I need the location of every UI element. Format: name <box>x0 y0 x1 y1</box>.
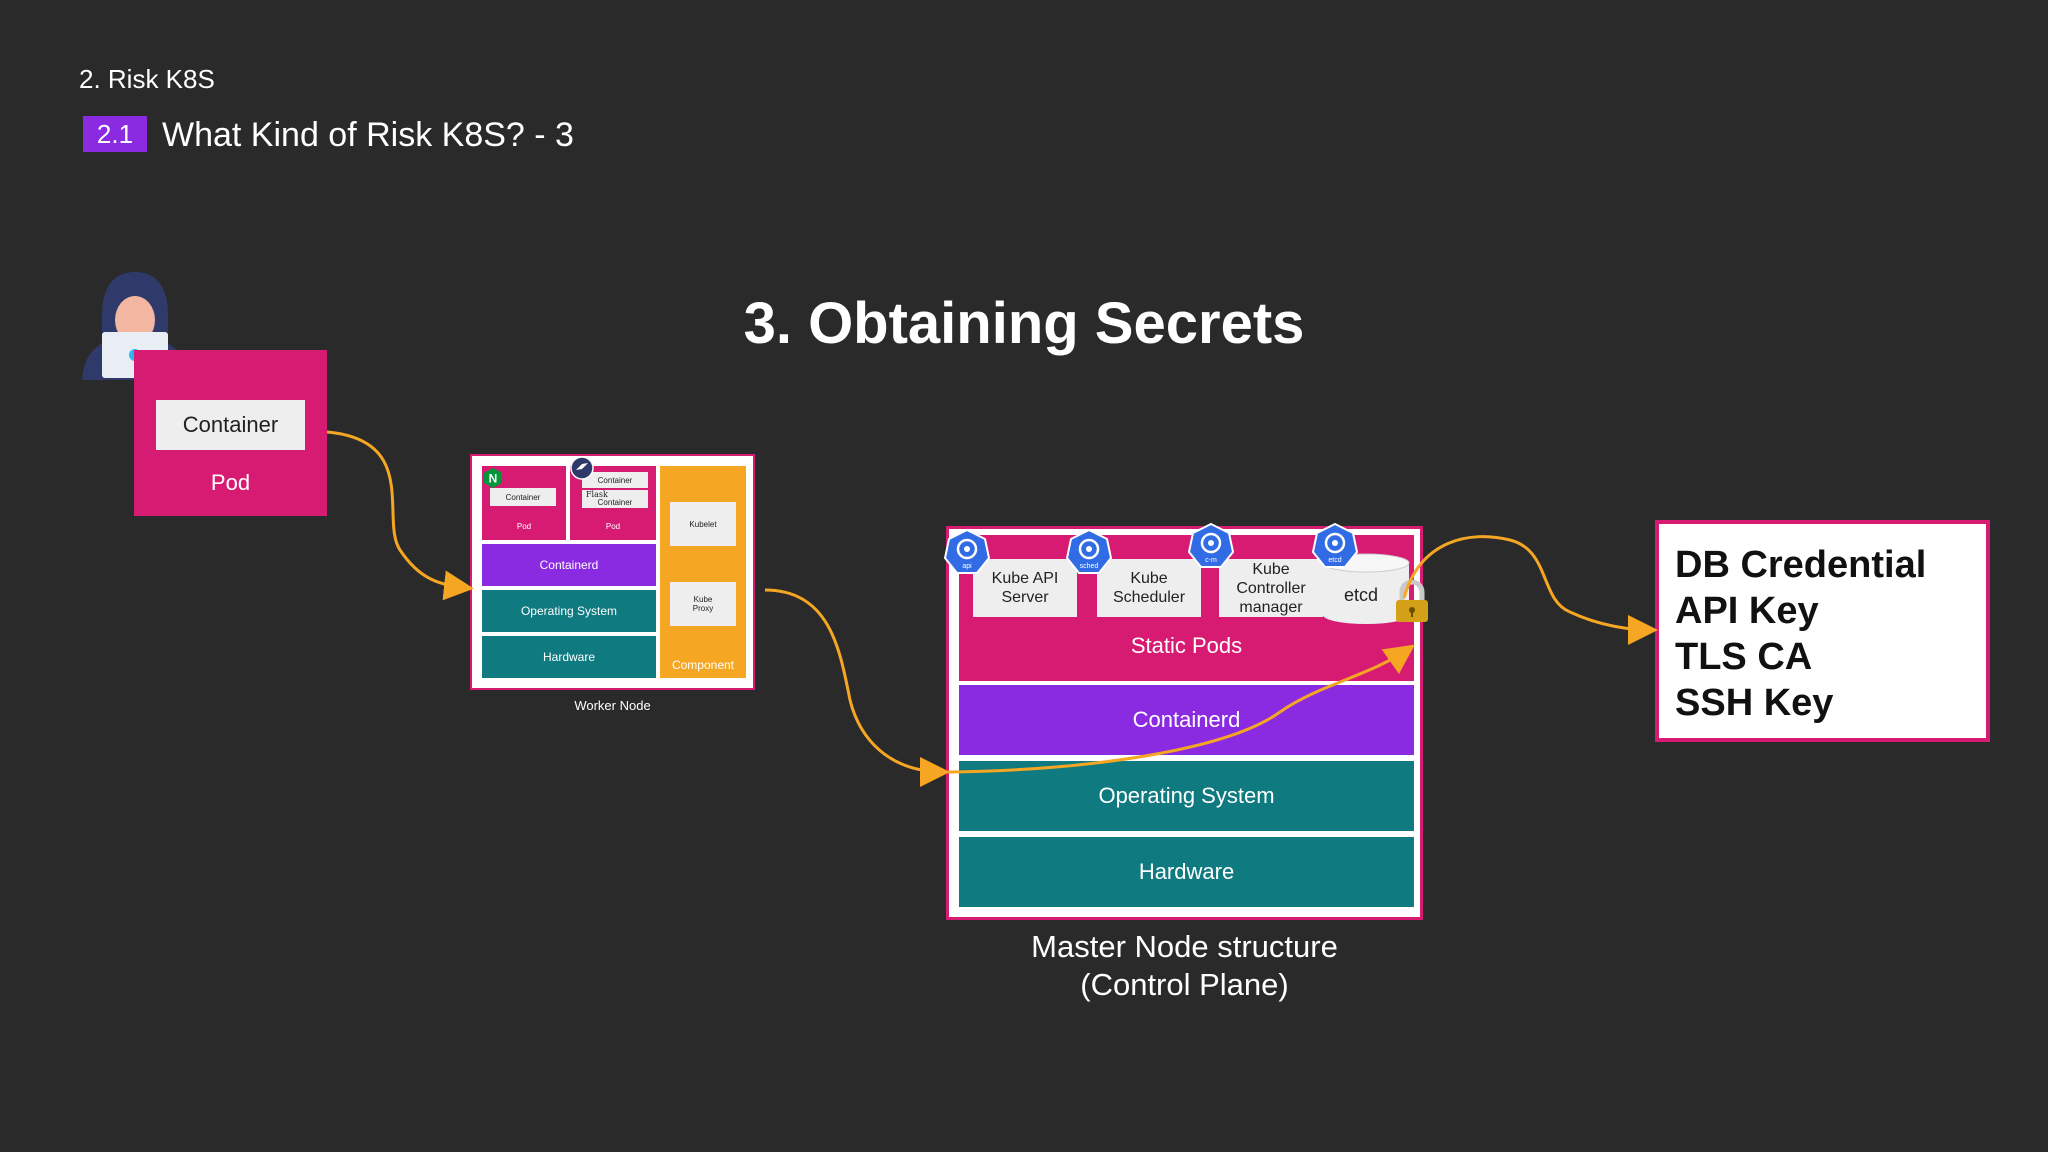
master-containerd: Containerd <box>959 685 1414 755</box>
worker-operating-system: Operating System <box>482 590 656 632</box>
secret-db-credential: DB Credential <box>1675 544 1927 586</box>
kube-controller-manager-box: Kube Controller manager <box>1219 559 1323 617</box>
worker-pod-2-label: Pod <box>605 522 621 531</box>
worker-component-panel: Kubelet Kube Proxy Component <box>660 466 746 678</box>
worker-pod-2-container-top: Container <box>582 472 648 488</box>
pod-label: Pod <box>210 470 251 495</box>
scheduler-icon: sched <box>1065 528 1113 574</box>
master-hardware: Hardware <box>959 837 1414 907</box>
pod-container: Container <box>156 400 305 450</box>
lock-icon <box>1396 580 1428 622</box>
worker-hardware: Hardware <box>482 636 656 678</box>
flask-label: Flask <box>586 490 608 499</box>
sched-icon-label: sched <box>1080 563 1099 570</box>
section-label: 2. Risk K8S <box>79 64 215 94</box>
secret-ssh-key: SSH Key <box>1675 682 1834 724</box>
attacker-pod: Container Pod <box>134 350 327 516</box>
master-caption-line2: (Control Plane) <box>1080 967 1289 1002</box>
slide-subtitle: What Kind of Risk K8S? - 3 <box>162 116 574 154</box>
etcd-icon-label: etcd <box>1328 557 1341 564</box>
kube-scheduler-box: Kube Scheduler <box>1097 559 1201 617</box>
controller-manager-icon: c-m <box>1187 522 1235 568</box>
arrow-etcd-to-secrets <box>1402 535 1658 645</box>
nginx-icon: N <box>484 468 502 488</box>
kubelet-box: Kubelet <box>670 502 736 546</box>
worker-node-caption: Worker Node <box>574 698 651 713</box>
arrow-worker-to-master <box>764 588 950 787</box>
section-badge: 2.1 <box>83 116 147 152</box>
kube-proxy-box: Kube Proxy <box>670 582 736 626</box>
master-caption-line1: Master Node structure <box>1031 929 1338 964</box>
secret-api-key: API Key <box>1675 590 1819 632</box>
component-label: Component <box>671 658 735 672</box>
arrow-pod-to-worker <box>326 430 474 601</box>
api-server-icon: api <box>943 528 991 574</box>
secrets-box: DB Credential API Key TLS CA SSH Key <box>1655 520 1990 742</box>
master-node-diagram: Kube API Server Kube Scheduler Kube Cont… <box>946 526 1423 920</box>
worker-containerd: Containerd <box>482 544 656 586</box>
cm-icon-label: c-m <box>1205 557 1217 564</box>
master-operating-system: Operating System <box>959 761 1414 831</box>
worker-pod-2-container-bottom: Flask Container <box>582 490 648 508</box>
etcd-label: etcd <box>1343 585 1379 605</box>
worker-pod-1-label: Pod <box>516 522 532 531</box>
container-label: Container <box>597 498 633 507</box>
static-pods-label: Static Pods <box>1130 633 1243 658</box>
worker-pod-1-container: Container <box>490 488 556 506</box>
worker-node-diagram: Container Pod N Container Flask Containe… <box>470 454 755 690</box>
secret-tls-ca: TLS CA <box>1675 636 1813 678</box>
master-node-caption: Master Node structure (Control Plane) <box>946 928 1423 1004</box>
docker-icon <box>570 456 594 480</box>
api-icon-label: api <box>962 563 972 570</box>
etcd-icon: etcd <box>1311 522 1359 568</box>
svg-text:N: N <box>489 472 498 486</box>
kube-api-server-box: Kube API Server <box>973 559 1077 617</box>
slide-title: 3. Obtaining Secrets <box>743 291 1305 356</box>
